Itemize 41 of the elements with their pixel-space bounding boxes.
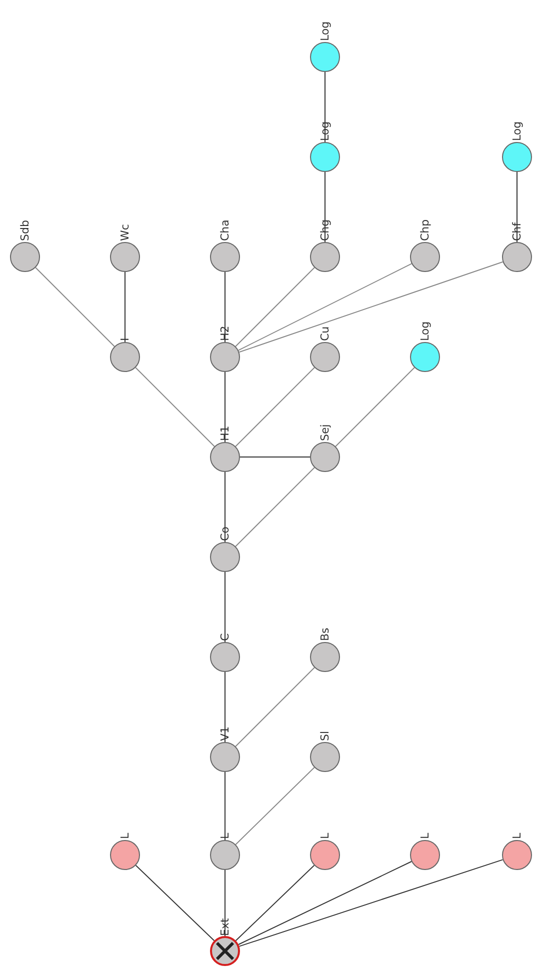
- connector-line: [516, 172, 518, 242]
- connector-line: [35, 267, 115, 347]
- connector-line: [135, 367, 215, 447]
- node-label: L: [318, 832, 332, 839]
- node-label: Cha: [218, 220, 232, 241]
- connector-line: [124, 272, 126, 342]
- connector-line: [240, 456, 310, 458]
- connector-line: [235, 767, 315, 845]
- connector-line: [224, 272, 226, 342]
- node-label: Log: [510, 121, 524, 141]
- connector-line: [235, 267, 315, 347]
- connector-line: [324, 72, 326, 142]
- connector-line: [238, 859, 504, 947]
- connector-line: [224, 372, 226, 442]
- node-label: Chp: [418, 219, 432, 241]
- connector-line: [224, 572, 226, 642]
- node-label: Log: [418, 321, 432, 341]
- connector-line: [224, 870, 226, 936]
- connector-line: [235, 864, 315, 942]
- node-label: Cu: [318, 326, 332, 341]
- connector-line: [235, 667, 315, 747]
- node-label: Sej: [318, 424, 332, 441]
- node-label: Sl: [318, 730, 332, 741]
- node-label: L: [418, 832, 432, 839]
- connector-line: [335, 367, 415, 447]
- node-label: Sdb: [18, 220, 32, 241]
- node-label: Log: [318, 21, 332, 41]
- node-label: L: [510, 832, 524, 839]
- connector-line: [224, 672, 226, 742]
- connector-line: [224, 772, 226, 840]
- node-label: Wc: [118, 224, 132, 241]
- node-label: L: [118, 832, 132, 839]
- connector-line: [324, 172, 326, 242]
- connector-line: [238, 861, 412, 945]
- node-label: Bs: [318, 628, 332, 641]
- connector-line: [224, 472, 226, 542]
- connector-line: [135, 864, 215, 942]
- connector-line: [235, 367, 315, 447]
- connector-line: [238, 263, 412, 351]
- connector-line: [238, 261, 504, 353]
- connector-line: [235, 467, 315, 547]
